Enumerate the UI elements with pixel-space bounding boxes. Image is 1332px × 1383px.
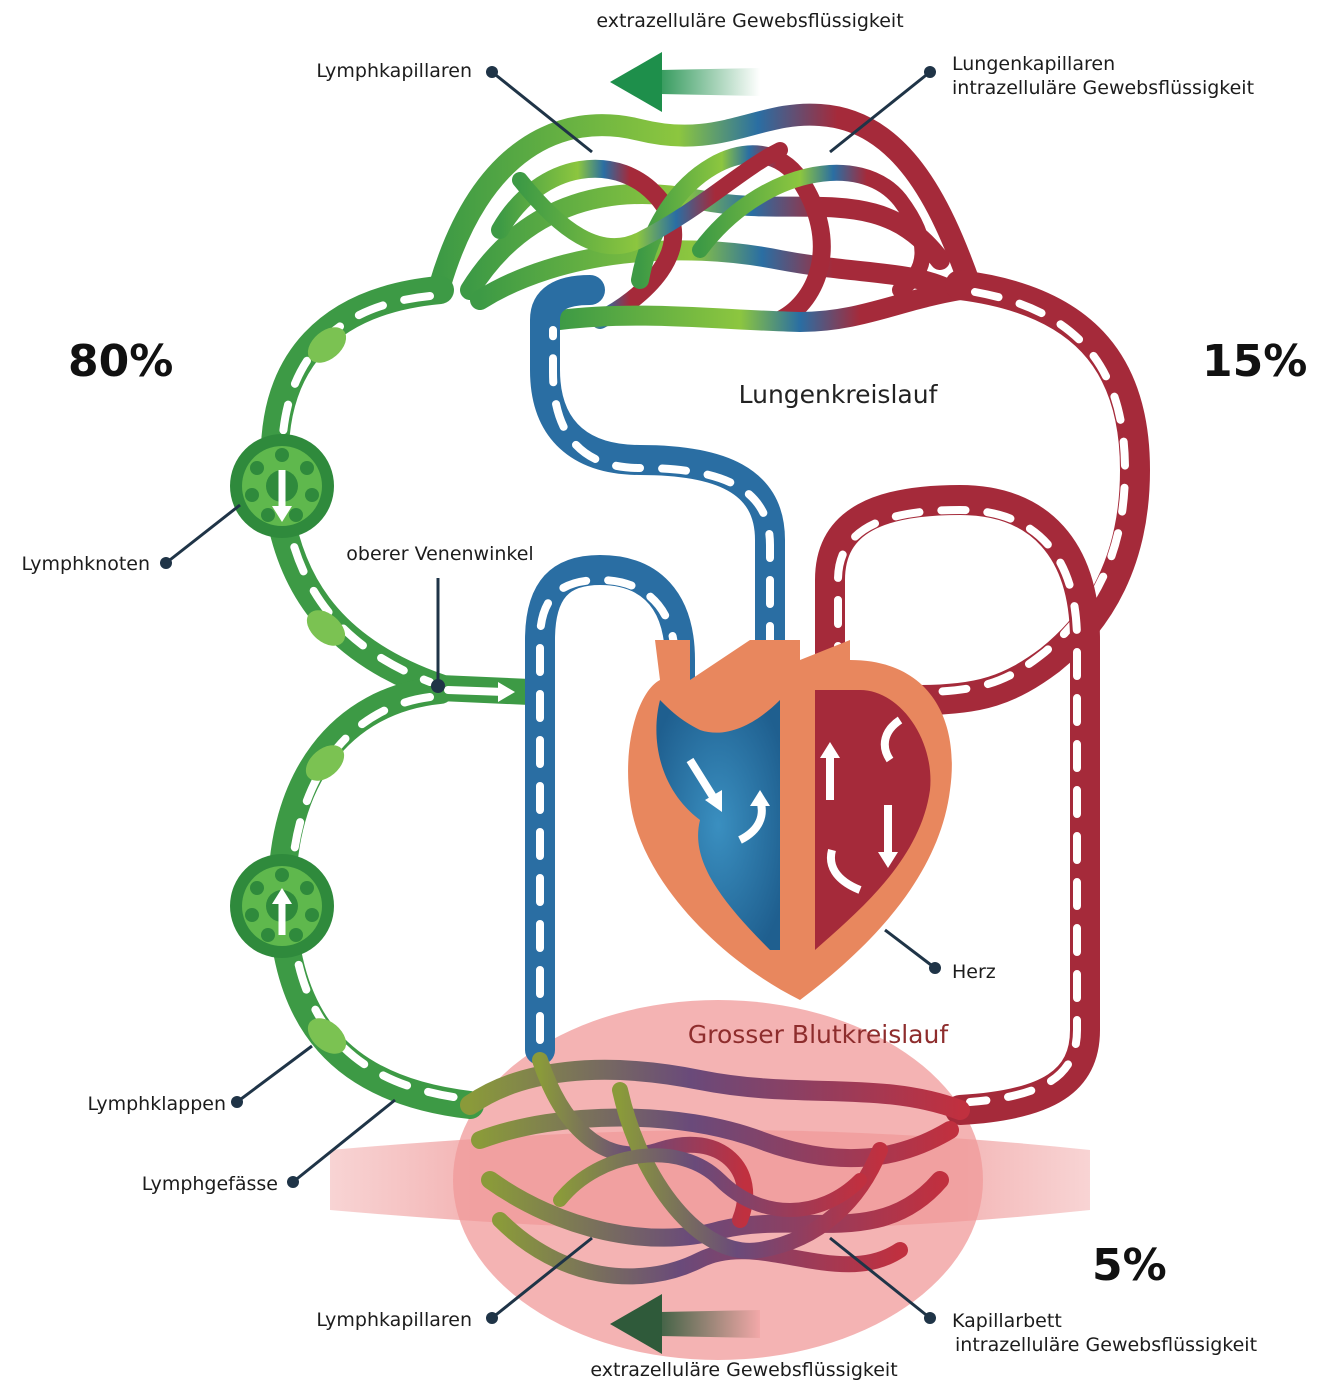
bottom-flow-arrow xyxy=(610,1294,760,1354)
lymph-capillaries-bottom-label: Lymphkapillaren xyxy=(316,1309,472,1331)
top-flow-arrow xyxy=(610,52,760,112)
capillary-intracellular-label: intrazelluläre Gewebsflüssigkeit xyxy=(955,1334,1257,1356)
lymph-vessels-label: Lymphgefässe xyxy=(142,1173,278,1195)
bottom-fluid-label: extrazelluläre Gewebsflüssigkeit xyxy=(590,1359,897,1381)
leader-lines xyxy=(160,66,941,1324)
lung-capillary-network xyxy=(429,103,981,333)
capillary-bed-label: Kapillarbett xyxy=(952,1310,1062,1332)
lymph-node-upper xyxy=(230,434,334,538)
lymph-capillaries-top-label: Lymphkapillaren xyxy=(316,60,472,82)
heart xyxy=(628,640,952,1000)
top-fluid-label: extrazelluläre Gewebsflüssigkeit xyxy=(596,10,903,32)
percent-15: 15% xyxy=(1202,336,1307,387)
body-capillary-network xyxy=(460,1052,970,1285)
lymph-valves-label: Lymphklappen xyxy=(88,1093,226,1115)
lymph-vessels xyxy=(260,276,543,1119)
lung-capillaries-label: Lungenkapillaren xyxy=(952,53,1115,75)
labels: extrazelluläre Gewebsflüssigkeit Lymphka… xyxy=(21,10,1307,1381)
percent-80: 80% xyxy=(68,336,173,387)
venous-angle-label: oberer Venenwinkel xyxy=(346,543,533,565)
percent-5: 5% xyxy=(1092,1240,1167,1291)
lymph-valves xyxy=(305,327,347,1054)
pulmonary-circulation-label: Lungenkreislauf xyxy=(739,380,939,409)
systemic-circulation-label: Grosser Blutkreislauf xyxy=(688,1020,949,1049)
heart-label: Herz xyxy=(952,961,996,983)
vein-vessels xyxy=(525,275,785,1065)
lung-intracellular-label: intrazelluläre Gewebsflüssigkeit xyxy=(952,77,1254,99)
artery-vessels xyxy=(815,270,1151,1125)
lymph-node-label: Lymphknoten xyxy=(21,553,150,575)
lymph-node-lower xyxy=(230,854,334,958)
